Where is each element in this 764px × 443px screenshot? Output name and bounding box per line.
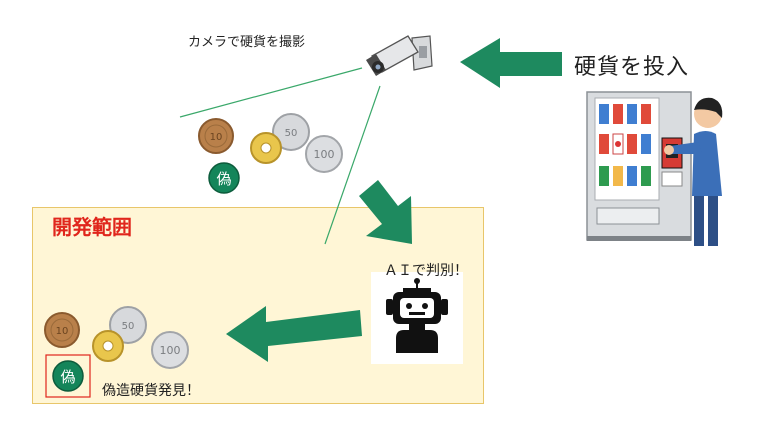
coin-icon: 50 xyxy=(272,113,310,151)
robot-icon xyxy=(386,278,448,353)
fake-coin-label: 偽 xyxy=(216,170,231,188)
vending-machine-icon xyxy=(586,91,692,241)
coin-value-silver-50: 50 xyxy=(285,128,298,139)
coin-icon: 100 xyxy=(305,135,343,173)
camera-caption: カメラで硬貨を撮影 xyxy=(188,35,306,50)
coin-value-silver-50-2: 50 xyxy=(122,321,135,332)
fake-coin-icon: 偽 xyxy=(208,162,240,194)
camera-view-line-right xyxy=(324,85,381,245)
coin-icon: 100 xyxy=(151,331,189,369)
coin-icon: 10 xyxy=(44,312,80,348)
camera-view-line-left xyxy=(179,67,363,118)
coin-icon xyxy=(250,132,282,164)
coin-icon xyxy=(92,330,124,362)
person-icon xyxy=(664,97,723,246)
fake-coin-highlight xyxy=(45,354,91,398)
security-camera-icon xyxy=(366,35,433,76)
coin-value-bronze-2: 10 xyxy=(56,326,69,337)
coin-value-silver-100: 100 xyxy=(314,148,335,161)
down-arrow xyxy=(359,180,412,244)
coin-icon: 10 xyxy=(198,118,234,154)
insert-arrow xyxy=(460,38,562,88)
result-arrow xyxy=(226,306,362,362)
counterfeit-found-label: 偽造硬貨発見！ xyxy=(102,383,200,399)
ai-judgement-label: ＡＩで判別！ xyxy=(384,263,468,279)
insert-coin-label: 硬貨を投入 xyxy=(574,55,690,80)
coin-value-silver-100-2: 100 xyxy=(160,344,181,357)
development-area-title: 開発範囲 xyxy=(52,215,132,239)
coin-icon: 50 xyxy=(109,306,147,344)
fake-coin-icon: 偽 xyxy=(52,360,84,392)
fake-coin-label-2: 偽 xyxy=(60,368,75,386)
coin-value-bronze: 10 xyxy=(210,132,223,143)
